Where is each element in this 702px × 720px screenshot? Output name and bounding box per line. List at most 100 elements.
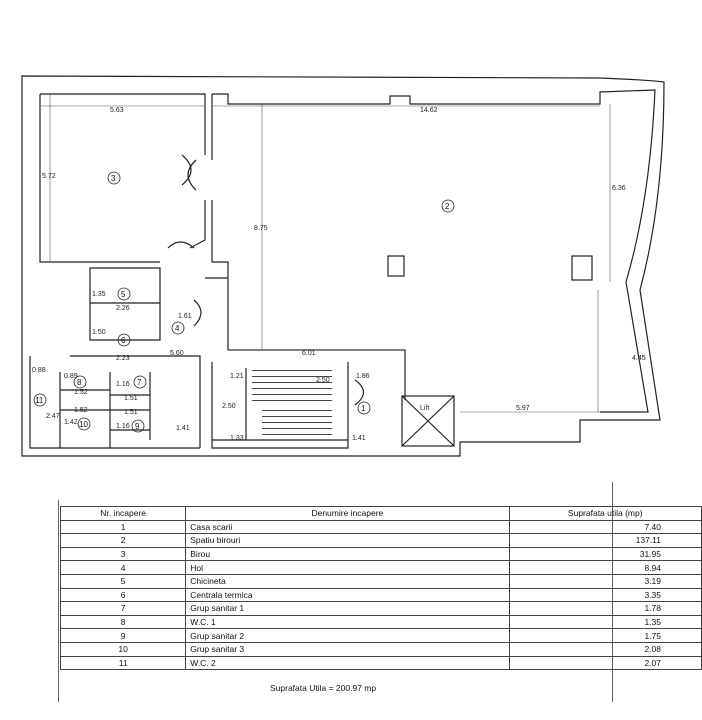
room-marker-4	[171, 321, 185, 335]
dim-label: 1.61	[178, 313, 192, 320]
room-number: 10	[79, 420, 88, 429]
room-number: 4	[175, 324, 180, 333]
cell-nr: 8	[59, 614, 187, 630]
dim-label: 5.63	[110, 107, 124, 114]
room-marker-9	[131, 419, 145, 433]
room-marker-8	[73, 375, 87, 389]
cell-area: 1.35	[508, 614, 702, 630]
room-marker-11	[33, 393, 47, 407]
dim-label: 5.60	[170, 350, 184, 357]
room-marker-5	[117, 287, 131, 301]
room-marker-10	[77, 417, 91, 431]
cell-area: 137.11	[508, 533, 702, 548]
dim-label: 1.86	[356, 373, 370, 380]
door-arc-2	[167, 241, 195, 249]
dim-label: 1.41	[176, 425, 190, 432]
dim-label: 1.16	[116, 381, 130, 388]
door-arc-1	[181, 154, 197, 191]
dim-label: 2.26	[116, 305, 130, 312]
dim-label: 1.50	[92, 329, 106, 336]
door-arc-3	[193, 299, 202, 327]
cell-area: 31.95	[508, 546, 702, 562]
cell-area: 8.94	[508, 560, 702, 575]
cell-name: Chicineta	[185, 573, 510, 589]
cell-nr: 4	[59, 560, 187, 575]
room-number: 7	[137, 378, 142, 387]
stair-walls	[211, 362, 349, 449]
lift-box	[401, 395, 455, 447]
cell-area: 2.07	[508, 655, 702, 671]
cell-nr: 7	[59, 601, 187, 616]
cell-name: Grup sanitar 1	[185, 601, 510, 616]
cell-nr: 9	[59, 628, 187, 643]
dim-label: 5.72	[42, 173, 56, 180]
dim-label: 6.01	[302, 350, 316, 357]
cell-nr: 10	[59, 641, 187, 657]
dim-label: 1.16	[116, 423, 130, 430]
cell-nr: 1	[59, 519, 187, 535]
dim-label: 1.33	[230, 435, 244, 442]
dim-label: 1.52	[74, 389, 88, 396]
cell-name: Grup sanitar 2	[185, 628, 510, 643]
cell-name: Centrala termica	[185, 587, 510, 603]
table-header-row: Nr. incapere Denumire incapere Suprafata…	[59, 506, 702, 521]
dim-label: 1.21	[230, 373, 244, 380]
header-nr: Nr. incapere	[59, 506, 187, 521]
cell-name: W.C. 1	[185, 614, 510, 630]
room-number: 11	[35, 396, 44, 405]
room-number: 9	[135, 422, 140, 431]
dim-label: 2.50	[222, 403, 236, 410]
room-number: 6	[121, 336, 126, 345]
outer-wall	[21, 75, 665, 457]
room-number: 3	[111, 174, 116, 183]
dim-label: 4.45	[632, 355, 646, 362]
floor-plan: 5.63 14.62 5.72 6.36 8.75 1.35 2.26 1.50…	[21, 75, 665, 457]
room-marker-2	[441, 199, 455, 213]
service-walls	[29, 267, 201, 449]
cell-nr: 5	[59, 573, 187, 589]
room-number: 1	[361, 404, 366, 413]
lift-label: Lift	[420, 405, 429, 412]
inner-wall	[39, 89, 656, 413]
cell-name: W.C. 2	[185, 655, 510, 671]
total-area: Suprafata Utila = 200.97 mp	[270, 683, 377, 693]
frame-left	[58, 500, 59, 702]
lift-cross	[401, 395, 455, 447]
room-marker-6	[117, 333, 131, 347]
cell-name: Grup sanitar 3	[185, 641, 510, 657]
dim-label: 2.23	[116, 355, 130, 362]
dim-label: 1.52	[74, 407, 88, 414]
cell-area: 2.08	[508, 641, 702, 657]
cell-nr: 2	[59, 533, 187, 548]
dim-label: 8.75	[254, 225, 268, 232]
room-table: Nr. incapere Denumire incapere Suprafata…	[59, 506, 702, 671]
dim-label: 0.88	[32, 367, 46, 374]
cell-nr: 6	[59, 587, 187, 603]
cell-name: Spatiu birouri	[185, 533, 510, 548]
room-marker-1	[357, 401, 371, 415]
cell-nr: 11	[59, 655, 187, 671]
dim-label: 2.47	[46, 413, 60, 420]
dim-label: 0.89	[64, 373, 78, 380]
cell-area: 3.19	[508, 573, 702, 589]
cell-area: 1.75	[508, 628, 702, 643]
dim-label: 1.41	[352, 435, 366, 442]
dim-label: 1.51	[124, 395, 138, 402]
dim-label: 1.42	[64, 419, 78, 426]
door-arc-4	[354, 379, 365, 406]
room-marker-3	[107, 171, 121, 185]
header-name: Denumire incapere	[185, 506, 510, 521]
cell-area: 3.35	[508, 587, 702, 603]
header-area: Suprafata utila (mp)	[508, 506, 702, 521]
cell-nr: 3	[59, 546, 187, 562]
dim-label: 2.50	[316, 377, 330, 384]
